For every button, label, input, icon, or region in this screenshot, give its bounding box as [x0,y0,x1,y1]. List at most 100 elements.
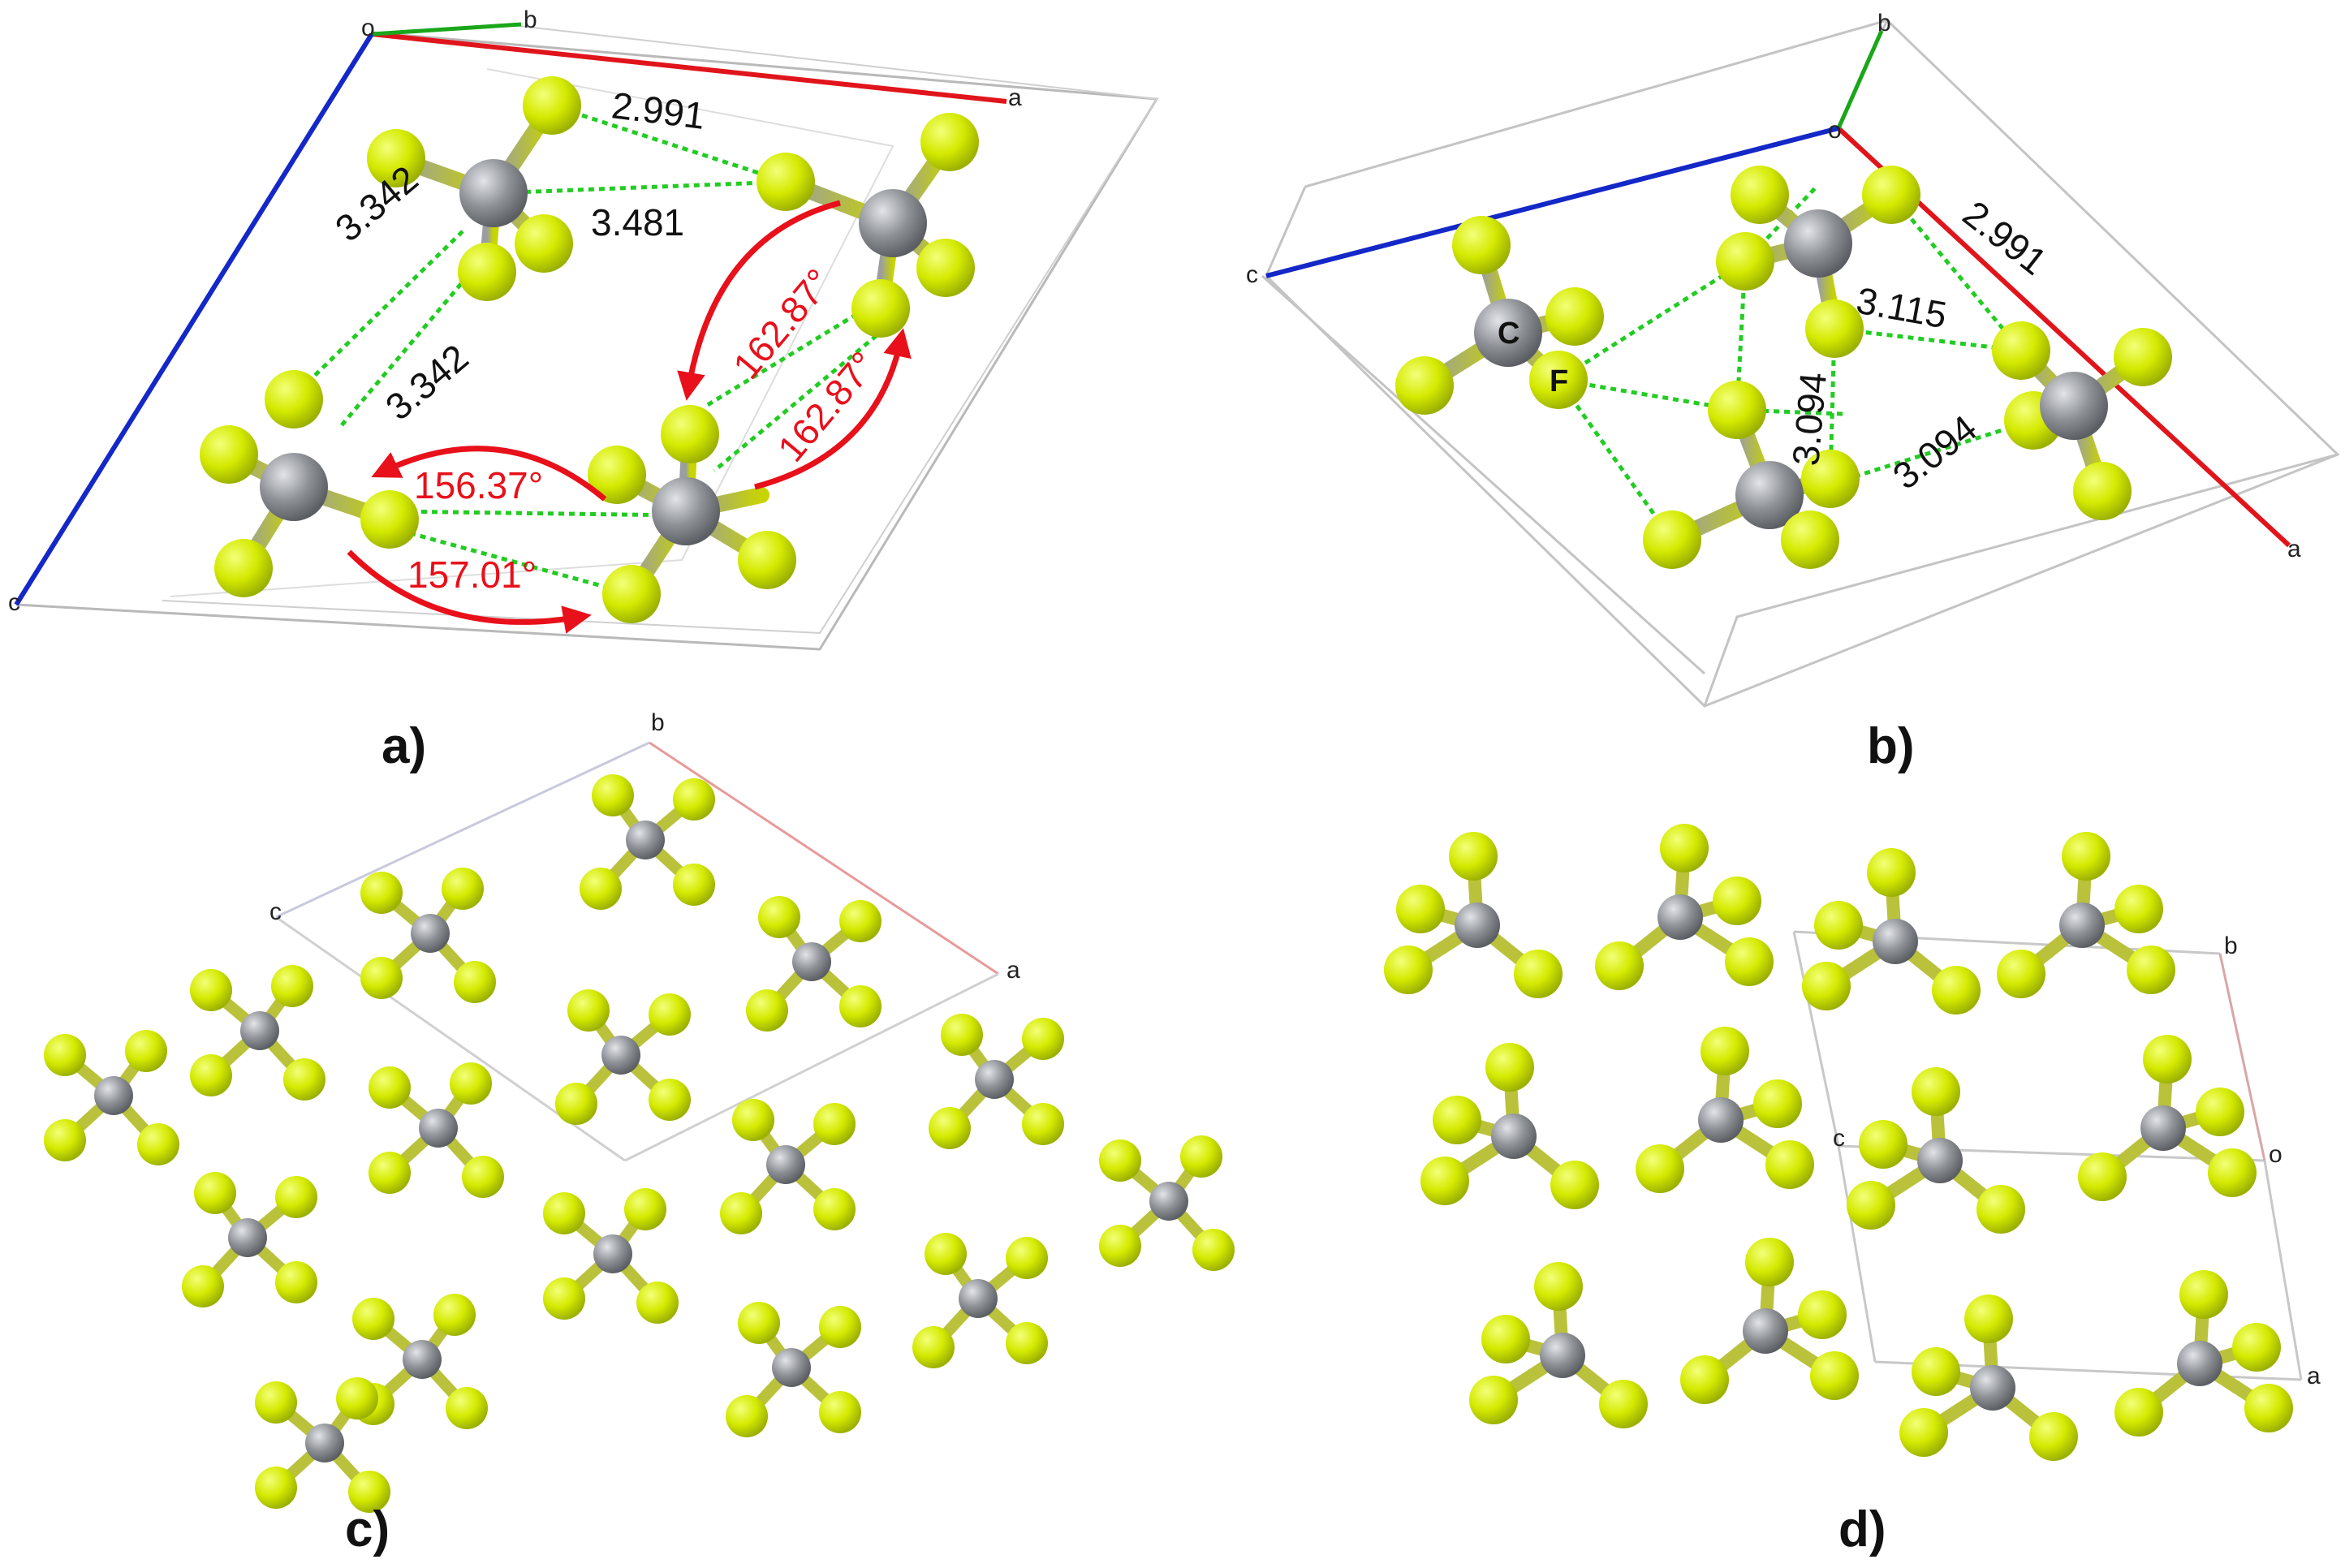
carbon-atom [1784,209,1852,278]
molecule-cf4 [1997,832,2175,998]
fluorine-atom [1022,1018,1064,1060]
angle-arrows-a [347,200,912,634]
contact-line [1744,185,1818,263]
cell-edge [1792,931,1840,1147]
fluorine-atom [44,1034,86,1076]
molecule-cf4 [200,370,419,597]
cell-edge [1261,274,1706,675]
fluorine-atom [1180,1135,1222,1178]
panel-label-d: d) [1838,1501,1886,1557]
fluorine-atom [2196,1088,2244,1136]
fluorine-atom [1867,848,1916,897]
fluorine-atom [920,113,979,171]
cell-edge [649,741,999,976]
fluorine-atom [2127,946,2175,994]
fluorine-atom [839,985,882,1027]
fluorine-atom [851,279,910,338]
molecule-cf4 [44,1030,179,1165]
fluorine-atom [336,1377,378,1419]
fluorine-atom [543,1277,585,1320]
contact-line [493,179,787,196]
angle-label: 156.37° [414,464,543,506]
fluorine-atom [2232,1323,2281,1372]
cell-edge [162,25,1158,635]
fluorine-atom [1680,1355,1729,1404]
fluorine-atom [271,965,313,1007]
fluorine-atom [567,989,610,1032]
cell-edge [275,741,650,919]
fluorine-atom [450,1062,492,1105]
carbon-atom [411,914,450,953]
carbon-atom [593,1234,632,1273]
fluorine-atom [916,239,975,297]
carbon-atom [2040,372,2108,440]
contact-line [1556,378,1675,541]
molecule-cf4 [2078,1035,2257,1201]
axis-a-label: a [2287,536,2301,562]
fluorine-atom [1433,1096,1481,1144]
axis-a-line [371,32,1007,104]
fluorine-atom [2114,328,2172,386]
molecule-cf4 [929,1014,1064,1149]
cell-edge [1837,1145,1877,1363]
carbon-atom [652,477,720,545]
fluorine-atom [1396,885,1445,933]
fluorine-atom [190,1054,232,1096]
fluorine-atom [738,1302,780,1344]
fluorine-atom [1452,216,1511,274]
fluorine-atom [720,1192,762,1234]
carbon-atom [1917,1138,1963,1183]
panel-a: o b a c [8,6,1159,774]
carbon-atom [1970,1365,2015,1411]
carbon-atom [228,1218,267,1257]
panel-d: b c o a d) [1384,824,2321,1557]
cell-edge [1703,453,2339,707]
cell-edge [170,68,894,597]
fluorine-atom [1006,1237,1048,1279]
molecule-cf4 [2114,1270,2293,1437]
fluorine-atom [1725,937,1774,986]
fluorine-atom [1660,824,1709,872]
angle-labels-a: 162.87° 162.87° 156.37° 157.01° [407,261,885,596]
carbon-atom [1743,1308,1788,1354]
fluorine-atom [1810,1351,1859,1400]
contact-line [1558,377,1738,412]
carbon-atom [1491,1114,1537,1159]
fluorine-atom [819,1391,861,1433]
molecule-cf4 [1847,1067,2025,1234]
axis-c-label: c [269,898,282,925]
fluorine-atom [1765,1140,1814,1189]
carbon-atom [403,1340,442,1379]
molecule-cf4 [1384,832,1563,998]
fluorine-atom [757,153,815,211]
fluorine-atom [1550,1161,1599,1209]
fluorine-atom [1192,1229,1235,1271]
axis-b-label: b [651,709,665,736]
contact-line [1890,193,2023,352]
fluorine-atom [1595,941,1644,990]
fluorine-atom [369,1066,411,1109]
fluorine-atom [1912,1067,1960,1116]
fluorine-atom [1798,1290,1847,1339]
fluorine-atom [265,370,323,429]
fluorine-atom [446,1387,488,1429]
fluorine-atom [2179,1270,2228,1319]
fluorine-atom [592,774,634,816]
fluorine-atom [523,76,581,135]
carbon-atom [1540,1333,1585,1378]
angle-label: 162.87° [725,261,840,386]
molecule-cf4 [580,774,715,910]
fluorine-atom [2143,1035,2192,1083]
fluorine-atom [2114,885,2163,933]
fluorine-atom [941,1014,983,1056]
axis-c-label: c [1833,1125,1845,1152]
fluorine-atom [555,1083,597,1125]
distance-label: 3.481 [591,201,684,243]
fluorine-atom [348,1471,390,1513]
angle-arrow [371,446,607,502]
axis-a-label: a [1007,957,1020,984]
fluorine-atom [1912,1347,1960,1396]
fluorine-atom [1801,450,1860,508]
molecule-cf4 [1992,321,2172,520]
molecule-cf4 [1595,824,1774,990]
